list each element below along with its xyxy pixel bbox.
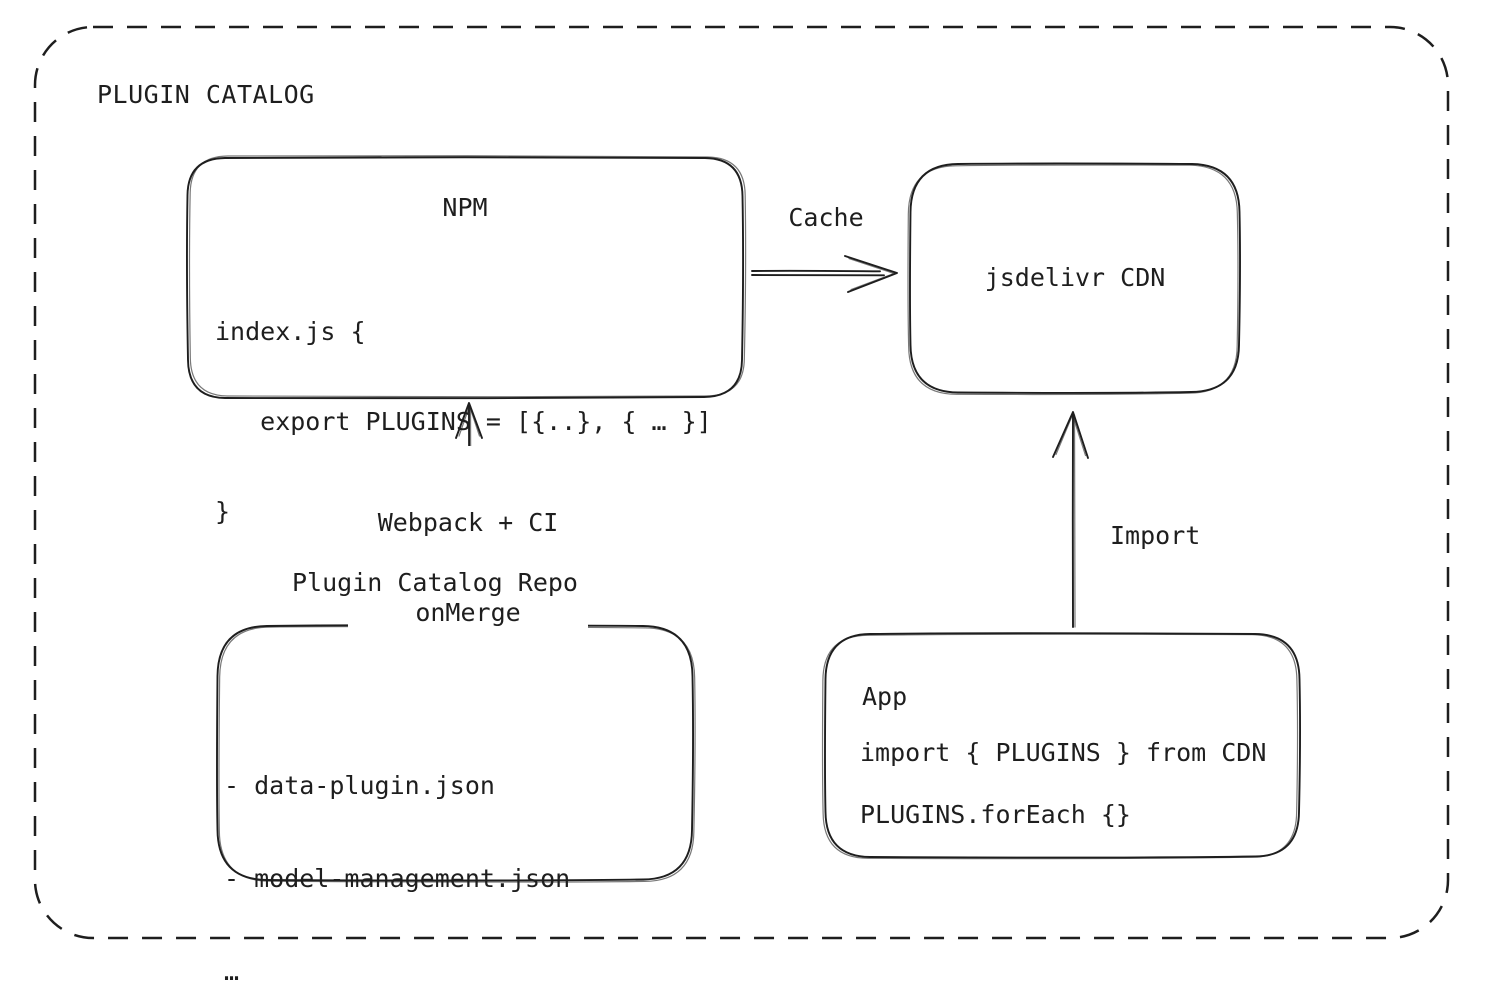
- app-code-line: PLUGINS.forEach {}: [860, 800, 1131, 829]
- npm-code-block: index.js { export PLUGINS = [{..}, { … }…: [215, 257, 712, 587]
- repo-file-item: - data-plugin.json: [224, 771, 495, 800]
- npm-node-title: NPM: [442, 193, 488, 222]
- npm-code-line: export PLUGINS = [{..}, { … }]: [215, 407, 712, 436]
- app-code-line: import { PLUGINS } from CDN: [860, 738, 1267, 767]
- cdn-node-title: jsdelivr CDN: [984, 263, 1166, 292]
- npm-code-line: index.js {: [215, 317, 366, 346]
- cache-arrow: [751, 255, 898, 293]
- frame-border: [33, 25, 1450, 940]
- repo-file-item: - model-management.json: [224, 864, 571, 893]
- build-arrow-label-line1: Webpack + CI: [377, 508, 559, 537]
- repo-file-list: - data-plugin.json - model-management.js…: [224, 708, 570, 1002]
- cdn-node-box: [907, 162, 1241, 396]
- cache-arrow-label: Cache: [788, 203, 864, 232]
- app-node-box: [821, 632, 1301, 860]
- import-arrow-label: Import: [1110, 521, 1201, 550]
- build-arrow-label: Webpack + CI onMerge: [348, 446, 588, 690]
- repo-file-item: …: [224, 957, 240, 986]
- frame-title: PLUGIN CATALOG: [97, 80, 315, 109]
- repo-node-title: Plugin Catalog Repo: [292, 568, 578, 597]
- build-arrow-label-line2: onMerge: [415, 598, 521, 627]
- npm-code-line: }: [215, 497, 231, 526]
- npm-node-box: [186, 154, 747, 400]
- import-arrow: [1052, 411, 1089, 628]
- app-node-title: App: [862, 682, 908, 711]
- repo-node-box: [215, 624, 696, 883]
